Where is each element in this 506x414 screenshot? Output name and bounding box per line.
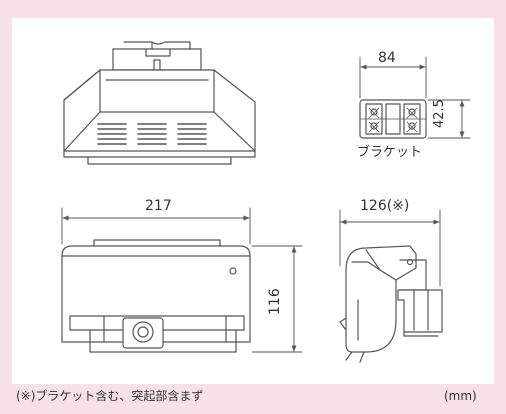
footnote: (※)ブラケット含む、突起部含まず (16, 389, 204, 403)
bracket-caption: ブラケット (357, 145, 423, 160)
bracket-view (359, 99, 427, 139)
front-view (61, 239, 251, 353)
side-view (339, 245, 443, 363)
front-height-label: 116 (267, 288, 283, 315)
front-width-dimension (61, 207, 251, 245)
side-depth-label: 126(※) (360, 198, 410, 214)
unit-label: (mm) (444, 389, 477, 403)
bracket-height-dimension (427, 99, 471, 139)
front-height-dimension (251, 245, 303, 353)
vent-slots (97, 123, 207, 145)
bracket-height-label: 42.5 (432, 99, 447, 128)
front-width-label: 217 (145, 198, 172, 214)
bracket-width-dimension (359, 56, 427, 99)
side-depth-dimension (339, 209, 441, 287)
top-view (63, 41, 256, 165)
bracket-width-label: 84 (378, 50, 396, 66)
